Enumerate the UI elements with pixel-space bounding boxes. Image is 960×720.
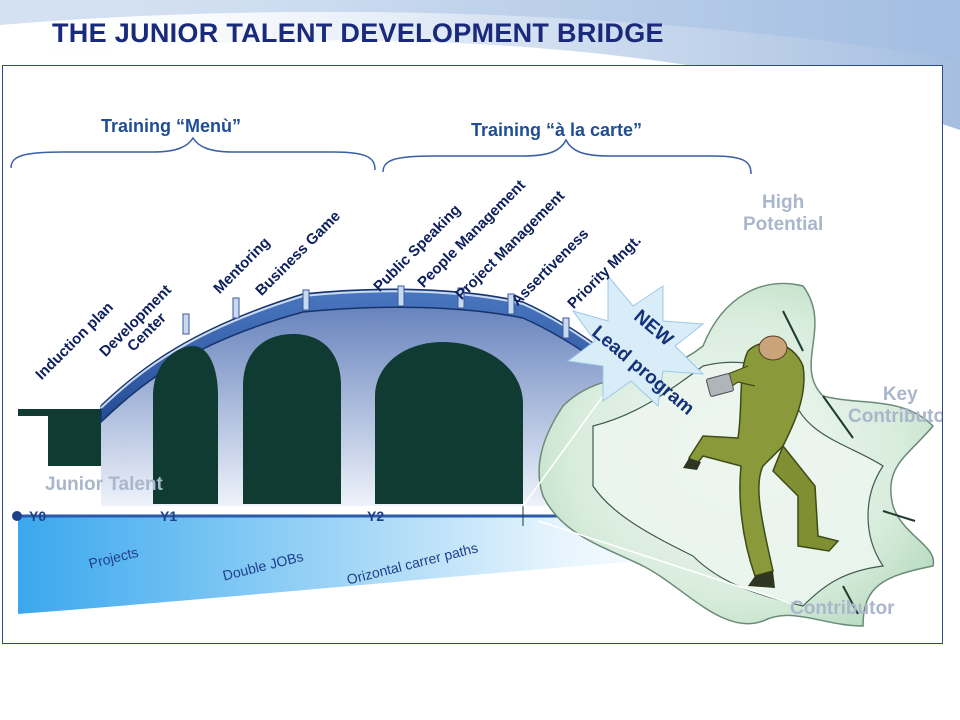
level-high-potential: High Potential (743, 192, 824, 235)
starburst-icon (566, 274, 705, 408)
timeline-y2: Y2 (367, 508, 385, 524)
top-decoration (0, 0, 960, 130)
level-junior-talent: Junior Talent (45, 474, 163, 495)
water-band (18, 516, 703, 614)
brace-training-carte (382, 138, 752, 175)
training-menu-header: Training “Menù” (101, 116, 242, 136)
timeline-start-dot (12, 511, 22, 521)
training-carte-header: Training “à la carte” (471, 120, 643, 140)
level-contributor: Contributor (790, 598, 895, 619)
timeline-y1: Y1 (160, 508, 178, 524)
level-key-contributor: Key Contributor (848, 384, 943, 427)
diagram-frame: Training “Menù” Training “à la carte” In… (2, 65, 943, 644)
brace-training-menu (10, 136, 376, 171)
leaf-splash-cracks (782, 310, 916, 615)
walking-man-illustration (683, 335, 840, 588)
projection-line-bottom (537, 520, 794, 605)
timeline-y0: Y0 (29, 508, 47, 524)
page-title: THE JUNIOR TALENT DEVELOPMENT BRIDGE (52, 18, 664, 48)
projection-line-top (522, 395, 604, 507)
bridge-scene (10, 136, 935, 627)
